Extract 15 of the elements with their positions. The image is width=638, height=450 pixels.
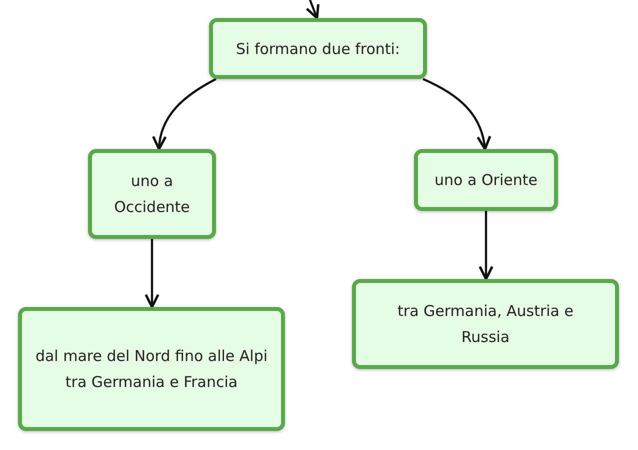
arrow [478, 211, 494, 280]
arrow [152, 78, 217, 150]
text-box [352, 279, 619, 369]
box-text: Si formano due fronti: [236, 38, 400, 60]
text-box [209, 18, 427, 79]
arrow [144, 239, 160, 308]
text-box [88, 149, 216, 239]
arrow [306, 0, 320, 20]
box-text: tra Germania, Austria e Russia [396, 301, 574, 348]
box-text: dal mare del Nord fino alle Alpi tra Germania e Francia [34, 346, 269, 393]
arrow [422, 78, 491, 150]
text-box [18, 307, 285, 431]
box-text: uno a Oriente [434, 170, 538, 191]
box-text: uno a Occidente [113, 171, 191, 218]
text-box [414, 149, 558, 211]
